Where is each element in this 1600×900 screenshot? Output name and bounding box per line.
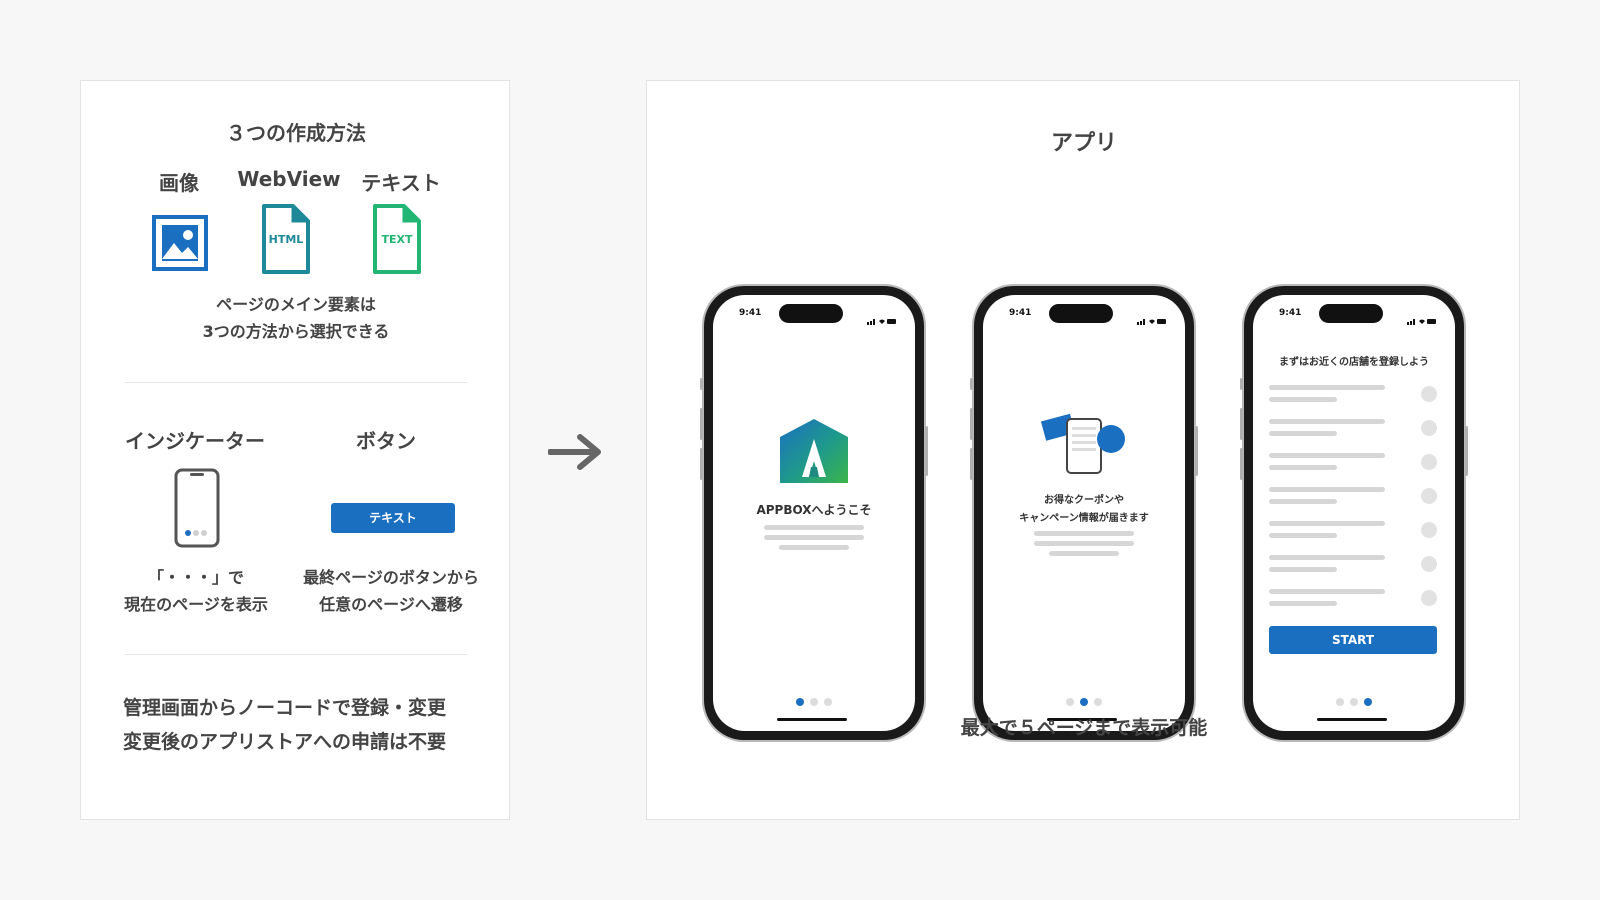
button-desc-line2: 任意のページへ遷移 [319,595,463,614]
methods-desc-line1: ページのメイン要素は [216,295,376,314]
home-indicator [1047,718,1117,721]
app-title: アプリ [1050,131,1117,156]
phone-page-2: 9:41 お得なクーポンや キャンペーン情報が届きます [970,286,1198,740]
coupon-illustration-icon [1039,411,1129,483]
home-indicator [1317,718,1387,721]
phone-page-3: 9:41 まずはお近くの店舗を登録しよう START [1240,286,1468,740]
page-indicator [983,691,1185,706]
page-indicator [713,691,915,706]
indicator-title: インジケーター [125,429,265,453]
phone-screen: 9:41 お得なクーポンや キャンペーン情報が届きます [983,295,1185,731]
status-icons [867,310,897,325]
coupon-text-line1: お得なクーポンや [1044,495,1124,506]
status-icons [1137,310,1167,325]
indicator-dot [810,698,818,706]
indicator-dot-active [1364,698,1372,706]
text-badge: TEXT [381,233,413,246]
sample-button[interactable]: テキスト [331,503,455,533]
html-file-icon: HTML [261,203,311,279]
coupon-text-line2: キャンペーン情報が届きます [1019,513,1149,524]
bottom-desc-line1: 管理画面からノーコードで登録・変更 [123,697,447,719]
store-radio[interactable] [1421,556,1437,572]
indicator-dot [1336,698,1344,706]
html-badge: HTML [268,233,304,246]
indicator-dot-active [796,698,804,706]
text-file-icon: TEXT [372,203,422,279]
phone-screen: 9:41 APPBOXへようこそ [713,295,915,731]
status-time: 9:41 [1279,308,1302,318]
store-radio[interactable] [1421,420,1437,436]
page-indicator [1253,691,1455,706]
image-icon [152,215,208,275]
appbox-logo-icon [778,417,850,489]
store-radio[interactable] [1421,522,1437,538]
indicator-dot-active [1080,698,1088,706]
indicator-dot [1066,698,1074,706]
arrow-right-icon [547,432,604,472]
methods-desc-line2: 3つの方法から選択できる [202,322,390,341]
indicator-dot [1094,698,1102,706]
method-label-text: テキスト [361,171,441,195]
store-radio[interactable] [1421,590,1437,606]
max-pages-note: 最大で５ページまで表示可能 [960,717,1208,739]
status-icons [1407,310,1437,325]
indicator-desc-line1: 「・・・」で [147,568,244,587]
indicator-dot [1350,698,1358,706]
home-indicator [777,718,847,721]
indicator-desc-line2: 現在のページを表示 [124,595,268,614]
phone-screen: 9:41 まずはお近くの店舗を登録しよう START [1253,295,1455,731]
method-label-image: 画像 [159,171,199,195]
divider [125,654,467,655]
bottom-desc-line2: 変更後のアプリストアへの申請は不要 [123,731,447,753]
button-desc-line1: 最終ページのボタンから [303,568,479,587]
status-time: 9:41 [739,308,762,318]
divider [125,382,467,383]
store-radio[interactable] [1421,488,1437,504]
store-radio[interactable] [1421,454,1437,470]
indicator-dot [824,698,832,706]
method-label-webview: WebView [237,167,341,191]
start-button[interactable]: START [1269,626,1437,654]
app-preview-panel: アプリ 9:41 APPBOXへようこそ [646,80,1520,820]
store-radio[interactable] [1421,386,1437,402]
indicator-phone-icon [173,467,221,553]
status-time: 9:41 [1009,308,1032,318]
welcome-text: APPBOXへようこそ [756,503,872,517]
features-panel: ３つの作成方法 画像 WebView テキスト HTML TEXT ページのメイ… [80,80,510,820]
store-heading: まずはお近くの店舗を登録しよう [1279,357,1429,368]
button-title: ボタン [356,429,416,453]
phone-page-1: 9:41 APPBOXへようこそ [700,286,928,740]
methods-title: ３つの作成方法 [226,121,366,145]
